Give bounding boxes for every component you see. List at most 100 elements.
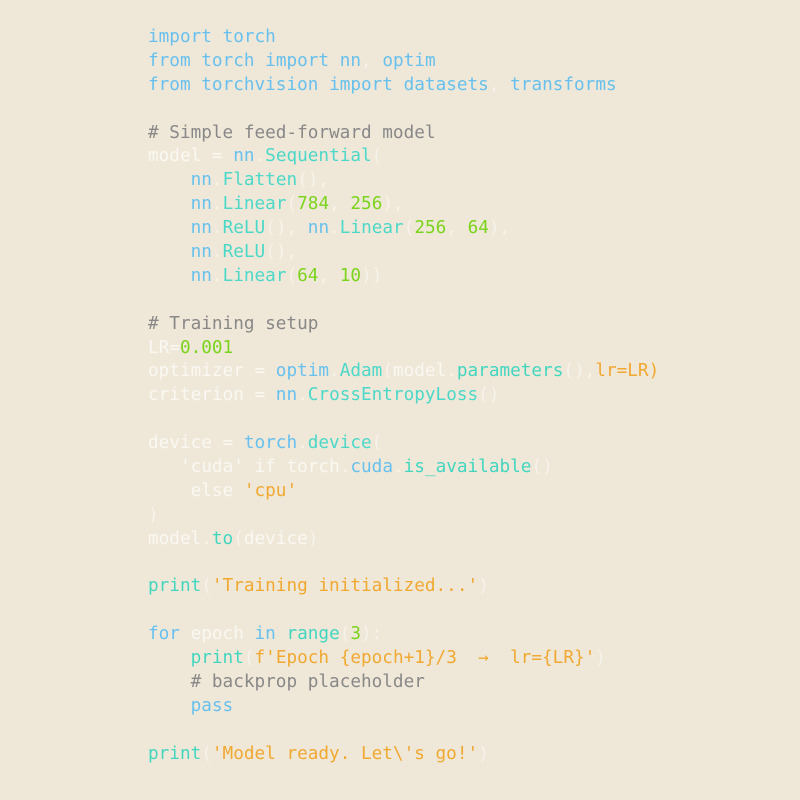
code-token: , [361,50,383,71]
code-token [148,672,191,692]
code-token: print [148,743,202,764]
code-token: torch [243,433,298,454]
code-token: nn [307,218,330,239]
code-token: if [243,457,287,478]
code-token: cuda [350,457,393,478]
code-token: from [148,50,191,71]
code-line-23 [148,552,659,576]
code-token: Linear [222,265,287,286]
code-token: , [446,218,468,239]
code-token: import [148,27,212,47]
code-token [148,266,191,286]
code-token: 10 [339,265,362,286]
code-token: 'cpu' [243,480,298,501]
code-token: ( [371,146,383,167]
code-token: model [148,528,202,549]
code-token: model [392,361,447,382]
code-token [255,51,266,71]
code-token: Linear [339,218,404,239]
code-token: 3 [350,624,362,645]
code-token [212,27,223,47]
code-token: nn [190,265,212,286]
code-token [318,75,329,95]
code-token [148,457,180,477]
code-line-27: print(f'Epoch {epoch+1}/3 → lr={LR}') [148,647,659,671]
code-token [191,75,202,95]
code-token: 'cuda' [179,457,244,478]
code-token: device = [148,433,244,454]
code-token: ReLU [222,218,266,239]
code-token: f'Epoch {epoch+1}/3 → lr={LR}' [254,648,596,669]
code-token: criterion = [148,385,276,406]
code-token: device [243,528,308,549]
code-token: . [211,194,223,215]
code-token: # backprop placeholder [190,672,425,693]
code-line-30 [148,719,659,743]
code-token: ( [403,218,415,239]
code-token: device [307,433,372,454]
code-token: epoch [179,624,255,645]
code-line-12 [148,289,659,313]
code-line-8: nn.Linear(784, 256), [148,193,659,217]
code-token: ReLU [222,242,266,263]
code-token: CrossEntropyLoss [307,385,479,406]
code-line-13: # Training setup [148,313,659,337]
code-line-28: # backprop placeholder [148,671,659,695]
code-token [148,648,191,668]
code-token: . [392,457,404,478]
code-line-10: nn.ReLU(), [148,241,659,265]
code-token: else [148,480,244,501]
code-line-9: nn.ReLU(), nn.Linear(256, 64), [148,217,659,241]
code-token: in [254,624,276,645]
code-token: 'Model ready. Let\'s go!' [211,743,479,764]
code-line-2: from torch import nn, optim [148,50,659,74]
code-token: for [148,624,180,645]
code-line-17 [148,408,659,432]
code-token: . [297,385,308,406]
code-token: # Simple feed-forward model [148,122,436,143]
code-line-15: optimizer = optim.Adam(model.parameters(… [148,360,659,384]
code-token: nn [190,218,212,239]
code-token: import [329,74,393,95]
code-token: . [211,265,223,286]
code-token: (), [265,218,308,239]
code-token: . [201,528,212,549]
code-line-25 [148,599,659,623]
code-token: ( [339,624,351,645]
code-token: is_available [403,457,532,478]
code-token: ( [286,194,298,215]
code-token: Sequential [265,146,372,167]
code-line-22: model.to(device) [148,528,659,552]
code-token: Flatten [222,170,298,191]
code-token: ) [148,504,159,525]
code-token: ( [371,433,383,454]
code-token [329,51,340,71]
code-token: range [286,624,340,645]
code-token: . [329,361,340,382]
code-token: pass [190,695,234,716]
code-token: (), [297,170,330,191]
code-token: , [318,265,340,286]
code-token: ( [286,265,298,286]
code-token: Linear [222,194,287,215]
code-token: )) [361,265,383,286]
code-token: torchvision [201,74,319,95]
code-token: nn [339,50,362,71]
code-line-29: pass [148,695,659,719]
code-token: . [329,218,340,239]
code-token: ( [243,648,255,669]
code-token: 0.001 [179,337,234,358]
code-line-31: print('Model ready. Let\'s go!') [148,743,659,767]
code-token [148,218,191,238]
code-token: nn [190,242,212,263]
code-token [191,51,202,71]
code-token: print [148,576,202,597]
code-token: datasets [403,74,489,95]
code-token: print [190,648,244,669]
code-line-18: device = torch.device( [148,432,659,456]
code-token: ): [361,624,383,645]
code-token: ( [382,361,393,382]
code-token [148,194,191,214]
